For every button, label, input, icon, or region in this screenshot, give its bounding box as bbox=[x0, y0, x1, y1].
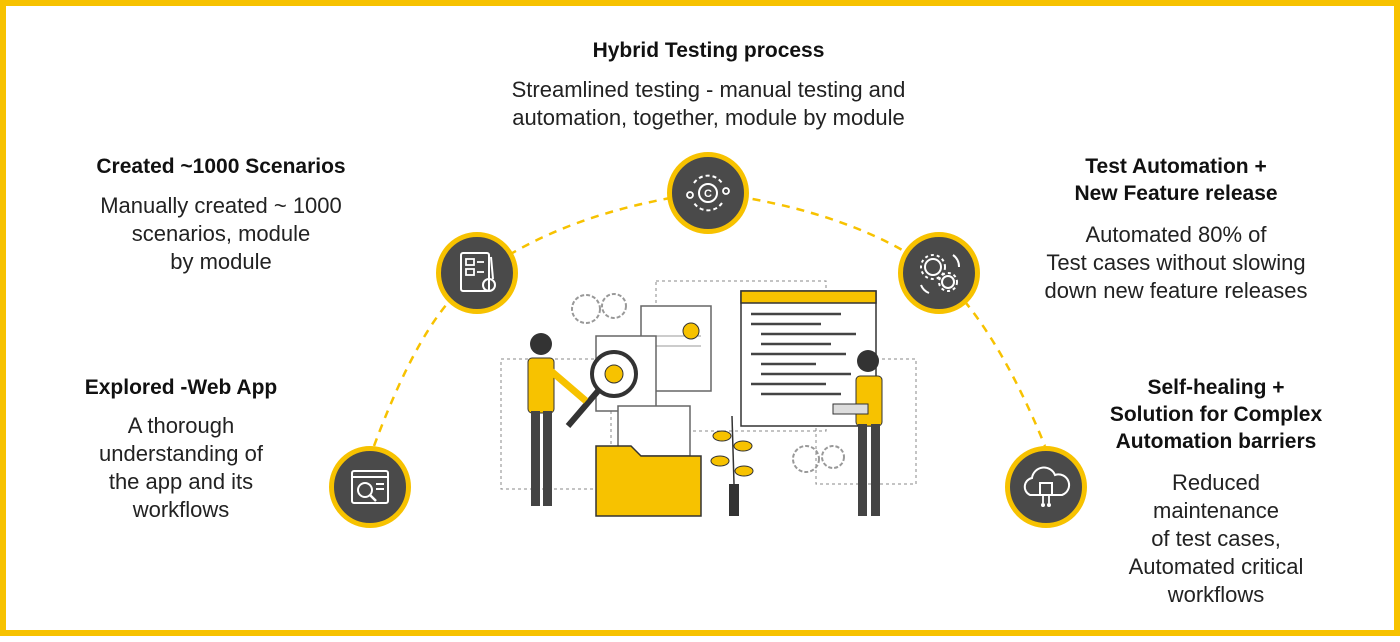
step-5-description: Reduced maintenance of test cases, Autom… bbox=[1128, 470, 1304, 607]
step-2-node bbox=[436, 232, 518, 314]
step-2-title: Created ~1000 Scenarios bbox=[96, 155, 346, 178]
step-4-node bbox=[898, 232, 980, 314]
gears-icon bbox=[920, 254, 960, 294]
step-4-title: Test Automation + New Feature release bbox=[1074, 155, 1278, 205]
cycle-gear-icon: C bbox=[686, 174, 730, 212]
scenario-document-icon bbox=[460, 252, 496, 292]
web-app-search-icon bbox=[351, 470, 389, 504]
step-5-node bbox=[1005, 446, 1087, 528]
step-3-description: Streamlined testing - manual testing and… bbox=[511, 77, 906, 130]
step-5-title: Self-healing + Solution for Complex Auto… bbox=[1109, 376, 1323, 453]
step-1-title: Explored -Web App bbox=[84, 376, 278, 399]
step-2-description: Manually created ~ 1000 scenarios, modul… bbox=[100, 193, 342, 274]
step-3-title: Hybrid Testing process bbox=[592, 39, 825, 62]
cloud-chip-icon bbox=[1023, 466, 1071, 507]
step-4-description: Automated 80% of Test cases without slow… bbox=[1044, 222, 1308, 303]
testing-team-illustration bbox=[500, 280, 917, 517]
step-3-node: C bbox=[667, 152, 749, 234]
step-1-description: A thorough understanding of the app and … bbox=[99, 413, 263, 522]
svg-text:C: C bbox=[704, 188, 712, 200]
step-1-node bbox=[329, 446, 411, 528]
